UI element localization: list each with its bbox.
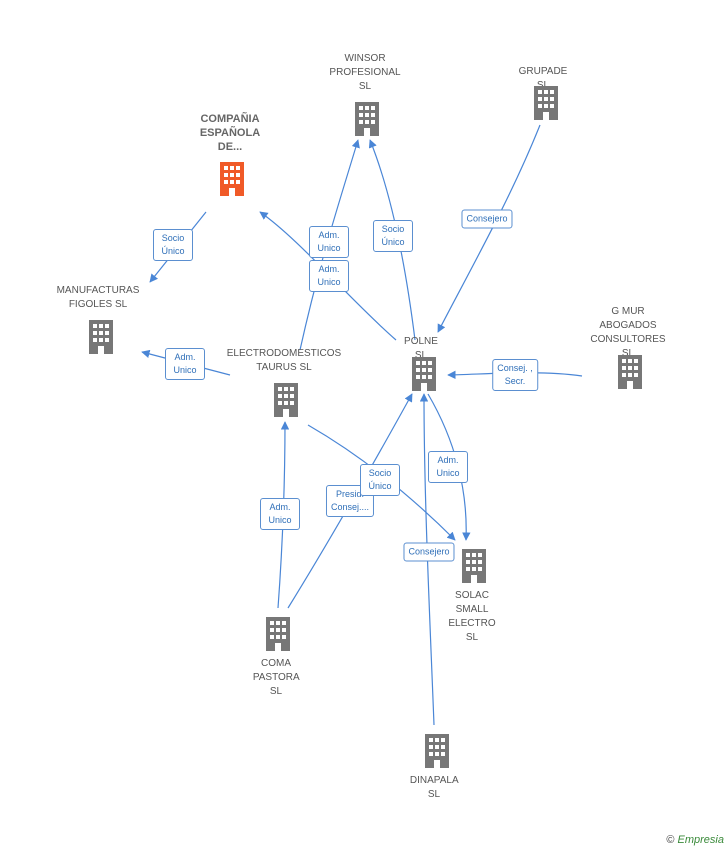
edge-label-grupade-polne[interactable]: Consejero [461, 209, 513, 229]
building-icon [425, 734, 449, 768]
node-label-coma: COMA PASTORA SL [252, 658, 300, 697]
node-label-manufacturas: MANUFACTURAS FIGOLES SL [56, 285, 140, 310]
building-icon [534, 86, 558, 120]
node-label-solac: SOLAC SMALL ELECTRO SL [448, 590, 496, 643]
node-label-polne: POLNE SL [404, 336, 438, 361]
building-icon [462, 549, 486, 583]
edge-label-polne-winsor[interactable]: Socio Único [373, 220, 413, 252]
brand-logo: ©Empresia [666, 834, 724, 846]
building-icon [220, 162, 244, 196]
building-icon [618, 355, 642, 389]
edge-label-polne-solac[interactable]: Adm. Unico [428, 451, 468, 483]
node-label-electro: ELECTRODOMESTICOS TAURUS SL [226, 348, 342, 373]
building-icon [266, 617, 290, 651]
node-label-compania: COMPAÑIA ESPAÑOLA DE... [199, 113, 261, 153]
edge-label-electro-solac[interactable]: Socio Único [360, 464, 400, 496]
building-icon [412, 357, 436, 391]
edge-label-gmur-polne[interactable]: Consej. , Secr. [492, 359, 538, 391]
node-label-dinapala: DINAPALA SL [409, 775, 459, 800]
edge-label-polne-compania[interactable]: Adm. Unico [309, 260, 349, 292]
node-label-winsor: WINSOR PROFESIONAL SL [329, 53, 401, 92]
building-icon [89, 320, 113, 354]
building-icon [274, 383, 298, 417]
node-label-grupade: GRUPADE SL [518, 66, 568, 91]
edge-label-electro-winsor[interactable]: Adm. Unico [309, 226, 349, 258]
edge-label-electro-manufacturas[interactable]: Adm. Unico [165, 348, 205, 380]
node-label-gmur: G MUR ABOGADOS CONSULTORES SL [590, 306, 666, 359]
edge-grupade-polne [437, 124, 541, 333]
edge-label-compania-manufacturas[interactable]: Socio Único [153, 229, 193, 261]
edge-label-dinapala-polne[interactable]: Consejero [403, 542, 455, 562]
edge-label-coma-electro[interactable]: Adm. Unico [260, 498, 300, 530]
brand-name: Empresia [677, 834, 724, 846]
building-icon [355, 102, 379, 136]
copyright-icon: © [666, 834, 675, 846]
